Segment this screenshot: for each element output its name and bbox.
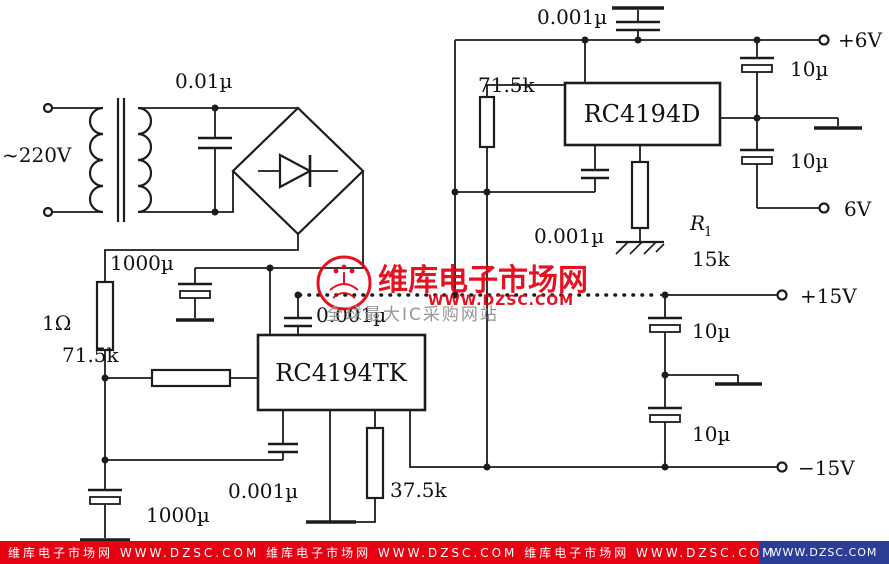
label-cap-1000u-2: 1000µ xyxy=(146,503,210,527)
junction-dots xyxy=(101,36,761,471)
resistor-71k-bottom xyxy=(150,368,232,388)
label-out-plus6v: +6V xyxy=(838,28,882,52)
ac-terminal-bottom xyxy=(42,206,54,218)
bridge-rectifier xyxy=(231,106,365,236)
capacitors xyxy=(88,20,774,505)
secondary-winding xyxy=(137,106,153,214)
cap-1000u-1-body xyxy=(179,290,211,299)
resistor-r1-15k xyxy=(630,160,650,230)
circuit-wires xyxy=(52,10,839,538)
resistor-37k xyxy=(365,426,385,500)
label-cap-10u-3: 10µ xyxy=(692,319,730,343)
ic-rc4194tk-box xyxy=(256,333,427,412)
label-res-1ohm: 1Ω xyxy=(42,311,71,335)
terminal-minus6v xyxy=(818,202,830,214)
resistors xyxy=(95,95,650,500)
label-cap-10u-4: 10µ xyxy=(692,422,730,446)
label-cap-0001u-top: 0.001µ xyxy=(537,5,607,29)
watermark-slogan-text: 全球最大IC采购网站 xyxy=(326,305,499,325)
label-cap-0001u-set: 0.001µ xyxy=(534,224,604,248)
resistor-71k-top xyxy=(478,95,496,149)
cap-10u-2-body xyxy=(741,156,773,165)
primary-winding xyxy=(88,106,104,214)
diode-triangle xyxy=(278,153,313,189)
cap-plates xyxy=(88,20,774,492)
label-cap-1000u-1: 1000µ xyxy=(110,251,174,275)
label-cap-001u: 0.01µ xyxy=(175,69,233,93)
terminal-plus15v xyxy=(776,289,788,301)
watermark-logo-pattern xyxy=(329,264,359,299)
label-r1-sub: 1 xyxy=(704,225,712,240)
footer-red-text: 维库电子市场网 WWW.DZSC.COM 维库电子市场网 WWW.DZSC.CO… xyxy=(8,545,776,560)
label-ic-rc4194d: RC4194D xyxy=(584,100,701,128)
ic-rc4194d-box xyxy=(563,81,722,147)
label-res-71k-top: 71.5k xyxy=(478,73,536,97)
resistor-1ohm xyxy=(95,280,115,352)
footer-red-bar xyxy=(0,541,760,564)
label-out-plus15v: +15V xyxy=(800,284,857,308)
cap-10u-1-body xyxy=(741,64,773,73)
footer-blue-bar xyxy=(760,541,889,564)
label-out-minus15v: −15V xyxy=(798,456,855,480)
transformer xyxy=(42,98,153,222)
grounds xyxy=(80,6,862,542)
label-res-37k: 37.5k xyxy=(390,478,448,502)
watermark: 维库电子市场网 WWW.DZSC.COM 全球最大IC采购网站 xyxy=(316,255,588,325)
watermark-logo-icon xyxy=(316,255,372,311)
label-r1-value: 15k xyxy=(692,247,730,271)
watermark-brand-text: 维库电子市场网 xyxy=(378,263,588,298)
wire-network xyxy=(52,10,839,538)
footer-blue-text: WWW.DZSC.COM xyxy=(771,546,878,559)
output-terminals xyxy=(776,34,830,473)
label-ac-input: ~220V xyxy=(2,143,72,167)
watermark-url-text: WWW.DZSC.COM xyxy=(428,293,574,309)
ground-bars xyxy=(80,6,862,542)
r1-ground-hatch xyxy=(615,241,665,255)
terminal-minus15v xyxy=(776,461,788,473)
label-cap-0001u-tk-bot: 0.001µ xyxy=(228,479,298,503)
label-cap-10u-2: 10µ xyxy=(790,149,828,173)
label-cap-10u-1: 10µ xyxy=(790,57,828,81)
label-ic-rc4194tk: RC4194TK xyxy=(275,359,408,387)
cap-10u-3-body xyxy=(649,324,681,333)
terminal-plus6v xyxy=(818,34,830,46)
label-res-71k-bottom: 71.5k xyxy=(62,343,120,367)
bridge-diamond xyxy=(231,106,365,236)
label-r1: R xyxy=(689,211,705,235)
transformer-core xyxy=(116,98,126,222)
footer-banner: 维库电子市场网 WWW.DZSC.COM 维库电子市场网 WWW.DZSC.CO… xyxy=(0,541,889,564)
label-out-minus6v: 6V xyxy=(844,197,872,221)
cap-1000u-2-body xyxy=(89,496,121,505)
ac-terminal-top xyxy=(42,102,54,114)
cap-10u-4-body xyxy=(649,414,681,423)
